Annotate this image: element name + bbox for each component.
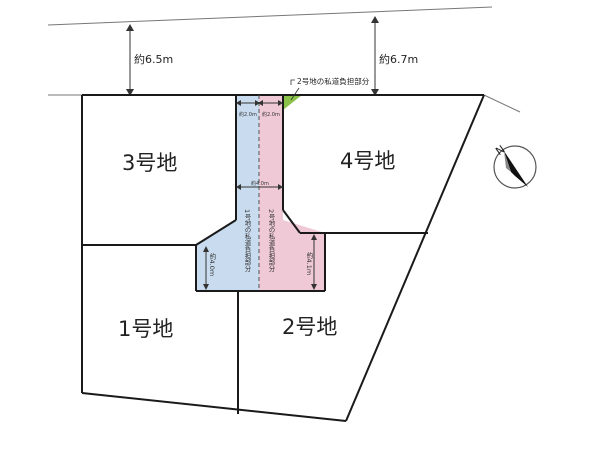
lot2-corner-note: 2号地の私道負担部分 bbox=[290, 76, 370, 101]
lot1-label: 1号地 bbox=[118, 317, 173, 341]
middle-width-label: 約4.0m bbox=[251, 180, 269, 187]
entrance-dimensions: 約2.0m 約2.0m bbox=[236, 100, 283, 118]
lot2-label: 2号地 bbox=[282, 315, 337, 339]
road-width-dimension-right: 約6.7m bbox=[371, 16, 418, 96]
lot2-corner-share bbox=[283, 95, 302, 110]
lot3-label: 3号地 bbox=[122, 151, 177, 175]
lot1-share-label: 1号地の私道負担部分 bbox=[243, 209, 251, 273]
lot2-corner-note-label: 2号地の私道負担部分 bbox=[297, 76, 370, 86]
road-far-edge bbox=[47, 6, 493, 26]
north-arrow-light-half bbox=[504, 151, 511, 172]
road-near-edge-right bbox=[483, 94, 521, 113]
pocket-depth-left: 約4.0m bbox=[203, 246, 216, 290]
road-width-dimension-left: 約6.5m bbox=[126, 24, 173, 96]
pocket-left-label: 約4.0m bbox=[208, 252, 216, 276]
lot2-private-road-share bbox=[259, 95, 325, 291]
road-width-right-label: 約6.7m bbox=[379, 52, 418, 66]
middle-width-dimension: 約4.0m bbox=[236, 180, 283, 190]
road-width-left-label: 約6.5m bbox=[134, 52, 173, 66]
entrance-left-label: 約2.0m bbox=[239, 111, 257, 118]
lot1-private-road-share bbox=[196, 95, 259, 291]
pocket-right-label: 約4.1m bbox=[305, 251, 313, 275]
lot-boundaries bbox=[81, 94, 485, 422]
lot2-share-label: 2号地の私道負担部分 bbox=[267, 209, 275, 273]
north-arrow-icon bbox=[504, 151, 528, 187]
entrance-right-label: 約2.0m bbox=[262, 111, 280, 118]
pocket-depth-right: 約4.1m bbox=[305, 234, 317, 290]
compass: N bbox=[493, 143, 537, 189]
lot4-label: 4号地 bbox=[340, 149, 395, 173]
compass-ring bbox=[493, 145, 537, 189]
